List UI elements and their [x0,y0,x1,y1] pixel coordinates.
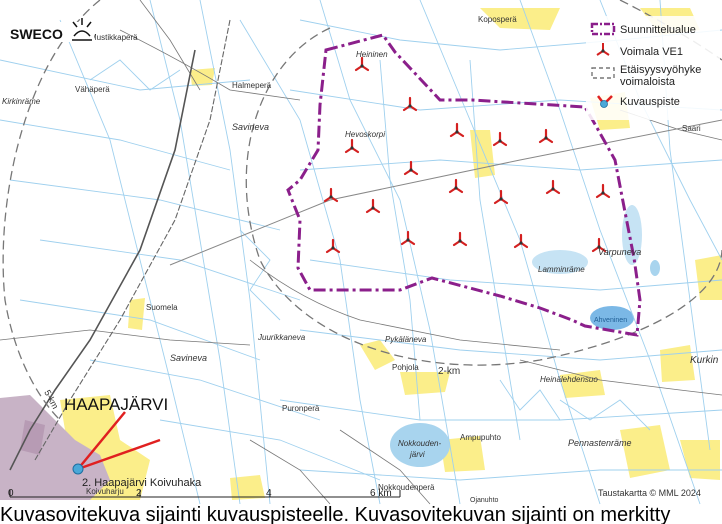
place-label: Kurkin [690,355,719,366]
place-label: järvi [409,450,425,459]
place-label: Varpuneva [598,247,641,257]
place-label: Saari [682,124,701,133]
turbine-icon [538,128,554,144]
place-label: Pohjola [392,363,419,372]
turbine-icon [492,131,508,147]
turbine-icon [449,122,465,138]
scale-tick: 6 km [370,488,392,499]
sweco-logo: SWECO [8,18,94,42]
scale-tick: 2 [136,488,142,499]
place-label: Heinälehdensuo [540,375,598,384]
viewpoint-label: 2. Haapajärvi Koivuhaka [82,477,202,489]
turbine-icon [513,233,529,249]
turbine-icon [448,178,464,194]
place-label: Halmeperä [232,81,272,90]
turbine-icon [452,231,468,247]
sun-logo-icon [72,18,92,41]
legend-item-viewpoint: Kuvauspiste [597,95,680,108]
turbine-icon [323,187,339,203]
place-label: Pykäläneva [385,335,427,344]
planning-area-boundary [286,33,642,337]
turbine-icon [325,238,341,254]
legend-label: voimaloista [620,76,676,88]
legend-item-planning-area: Suunnittelualue [590,22,696,36]
place-label: Koposperä [478,15,517,24]
place-label: Juurikkaneva [257,333,306,342]
scale-tick: 0 [8,488,14,499]
place-label: Nokkouden- [398,439,441,448]
place-label: Mustikkaperä [90,33,138,42]
turbine-layer [323,56,611,254]
turbine-icon [493,189,509,205]
railway [34,19,231,461]
zone-label-2km: 2-km [438,366,460,377]
turbine-icon [403,160,419,176]
turbine-icon [591,237,607,253]
power-line [169,119,722,266]
place-label: Kirkinräme [2,97,41,106]
logo-text: SWECO [10,26,63,42]
legend-label: Kuvauspiste [620,96,680,108]
town-area [0,395,110,500]
turbine-icon [354,56,370,72]
place-label: Heininen [356,50,388,59]
turbine-icon [344,138,360,154]
place-label: Ahveninen [594,317,627,324]
legend-label: Etäisyysvyöhyke [620,64,701,76]
place-label: Suomela [146,303,178,312]
scale-bar: 0 2 4 6 km [8,488,401,499]
place-label: Ampupuhto [460,433,501,442]
map-legend: Suunnittelualue Voimala VE1 Etäisyysvyöh… [586,16,720,120]
turbine-icon [400,230,416,246]
viewpoint-marker[interactable] [72,411,161,475]
place-label: Pennastenräme [568,438,632,448]
scale-tick: 4 [266,488,272,499]
place-label: Nokkoudenperä [378,483,435,492]
place-label: Hevoskorpi [345,130,385,139]
place-label: Savineva [232,122,269,132]
turbine-icon [402,96,418,112]
legend-item-turbine: Voimala VE1 [596,43,683,58]
main-highway [9,49,196,471]
turbine-icon [545,179,561,195]
place-label: Savineva [170,353,207,363]
water-areas [390,205,660,467]
legend-item-distance-zone: Etäisyysvyöhyke voimaloista [591,64,701,88]
place-label: Lamminräme [538,265,585,274]
legend-label: Voimala VE1 [620,46,683,58]
town-label: HAAPAJÄRVI [64,395,168,414]
turbine-icon [365,198,381,214]
attribution: Taustakartta © MML 2024 [598,488,701,498]
place-label: Puronperä [282,404,320,413]
turbine-icon [595,183,611,199]
place-label: Ojanuhto [470,497,499,504]
legend-label: Suunnittelualue [620,24,696,36]
place-label: Koivuharju [86,487,124,496]
place-label: Vähäperä [75,85,110,94]
figure-caption: Kuvasovitekuva sijainti kuvauspisteelle.… [0,504,671,524]
